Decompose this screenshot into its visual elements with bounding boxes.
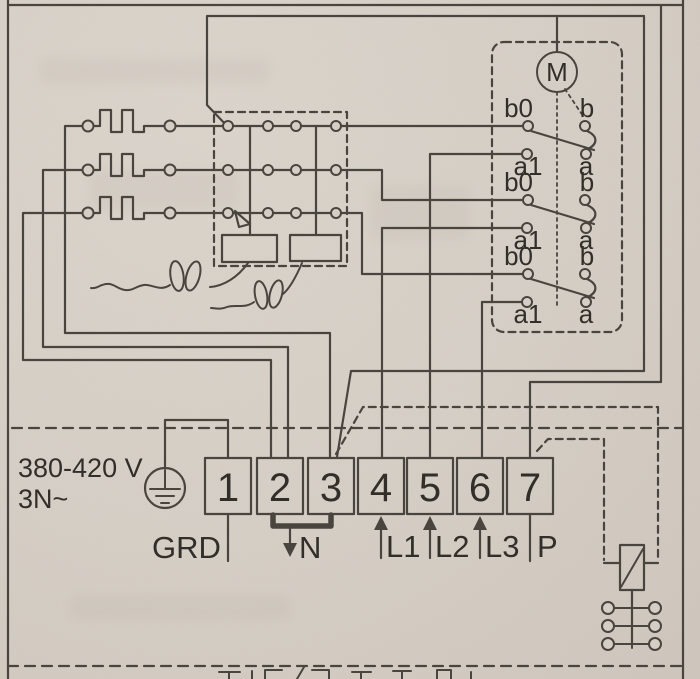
wiring-diagram-canvas: M b0 b a1 a b0 b a1 a xyxy=(0,0,700,679)
scanned-wiring-diagram-page: M b0 b a1 a b0 b a1 a xyxy=(0,0,700,679)
paper-grain xyxy=(0,0,700,679)
